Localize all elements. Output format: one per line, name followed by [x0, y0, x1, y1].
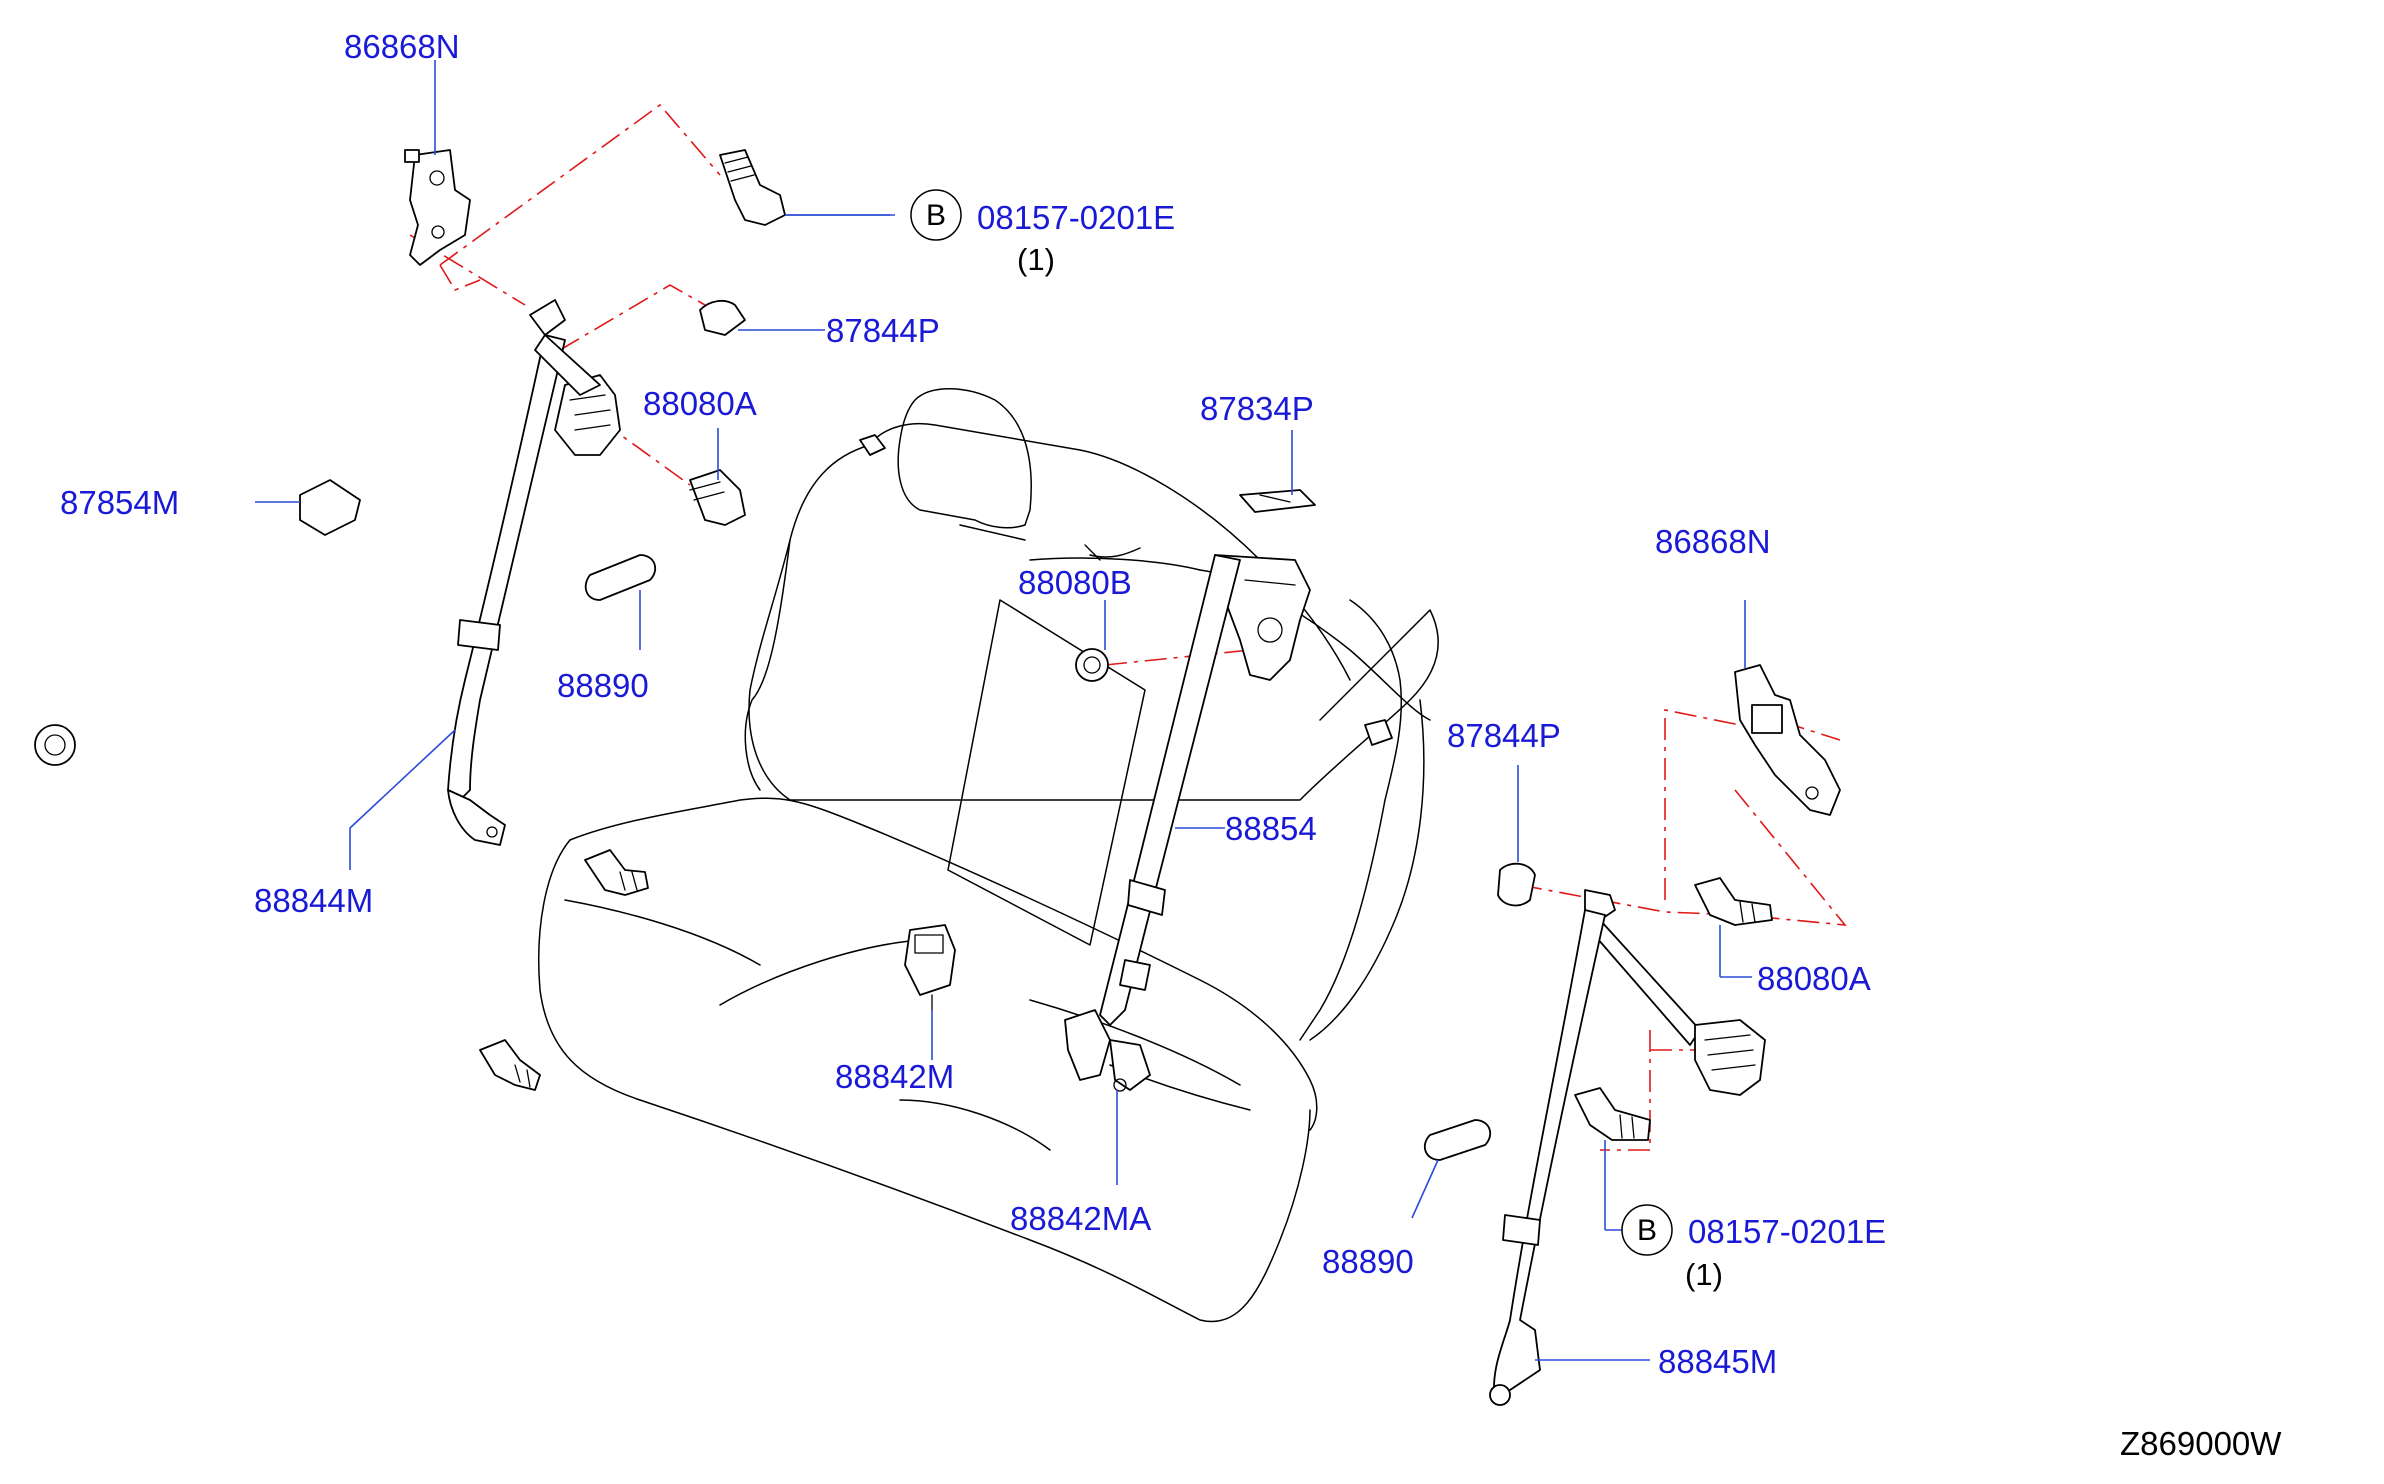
left-nut	[34, 724, 76, 766]
left-bolt-88080a	[689, 469, 746, 526]
label-bolt-spec-left: 08157-0201E	[977, 199, 1175, 236]
left-upper-cover	[699, 299, 746, 336]
label-bolt-spec-right: 08157-0201E	[1688, 1213, 1886, 1250]
b-symbol-left: B	[926, 199, 946, 232]
label-escutcheon-right: 88890	[1322, 1243, 1414, 1280]
label-bolt-left: 88080A	[643, 385, 757, 422]
b-callout-right: B	[1621, 1204, 1673, 1256]
rear-seat	[538, 388, 1439, 1323]
left-clip	[299, 479, 361, 536]
leader-lines	[255, 60, 1752, 1361]
seat-bolt-upper	[584, 849, 649, 896]
center-nut-88080b	[1075, 648, 1109, 682]
left-escutcheon	[584, 554, 657, 601]
label-belt-right: 88845M	[1658, 1343, 1777, 1380]
label-buckle-double: 88842MA	[1010, 1200, 1151, 1237]
label-clip-left: 87854M	[60, 484, 179, 521]
label-anchor-plate-left: 86868N	[344, 28, 460, 65]
center-belt	[1099, 554, 1311, 1026]
label-buckle-center: 88842M	[835, 1058, 954, 1095]
label-cover-right: 87844P	[1447, 717, 1561, 754]
right-cover	[1497, 862, 1536, 907]
b-symbol-right: B	[1637, 1214, 1657, 1247]
right-bolt-b	[1574, 1087, 1651, 1141]
center-cover	[1239, 489, 1316, 513]
label-bolt-center: 88080B	[1018, 564, 1132, 601]
label-cover-center: 87834P	[1200, 390, 1314, 427]
double-buckle	[1064, 1009, 1151, 1092]
right-bolt-88080a	[1694, 877, 1773, 926]
right-anchor-plate	[1734, 664, 1841, 816]
label-escutcheon-left: 88890	[557, 667, 649, 704]
center-buckle	[904, 924, 956, 1011]
label-bolt-qty-left: (1)	[1017, 242, 1055, 277]
b-callout-left: B	[785, 189, 962, 241]
right-belt	[1489, 889, 1766, 1406]
part-labels: 86868N 08157-0201E (1) 87844P 88080A 878…	[60, 28, 2282, 1462]
right-escutcheon	[1423, 1119, 1492, 1161]
diagram-reference-code: Z869000W	[2120, 1425, 2282, 1462]
seat-bolt-lower	[479, 1039, 541, 1091]
left-belt	[447, 299, 621, 846]
label-bolt-qty-right: (1)	[1685, 1257, 1723, 1292]
label-belt-center: 88854	[1225, 810, 1317, 847]
label-bolt-right: 88080A	[1757, 960, 1871, 997]
left-anchor-plate	[404, 149, 471, 266]
label-belt-left: 88844M	[254, 882, 373, 919]
label-anchor-plate-right: 86868N	[1655, 523, 1771, 560]
left-bolt-b	[719, 149, 786, 226]
assembly-dash-lines	[409, 103, 1847, 1151]
label-cover-left: 87844P	[826, 312, 940, 349]
